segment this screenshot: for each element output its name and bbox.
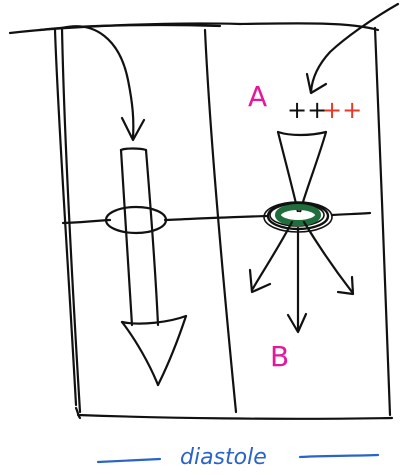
outer-box xyxy=(8,22,394,420)
right-fan-arrows xyxy=(248,220,355,334)
label-a: A xyxy=(248,80,267,113)
label-b: B xyxy=(270,340,289,373)
center-divider xyxy=(203,28,238,414)
caption-text: diastole xyxy=(180,445,267,470)
caption: diastole xyxy=(96,445,380,470)
left-valve-ellipse xyxy=(104,205,168,235)
plus-signs-red: ++ xyxy=(322,96,362,124)
right-entry-arrow xyxy=(305,2,400,95)
valve-line xyxy=(61,211,372,225)
left-entry-arrow xyxy=(60,25,146,142)
right-funnel xyxy=(276,130,328,214)
plus-signs-black: ++ xyxy=(287,96,327,124)
left-down-arrow xyxy=(119,147,188,387)
